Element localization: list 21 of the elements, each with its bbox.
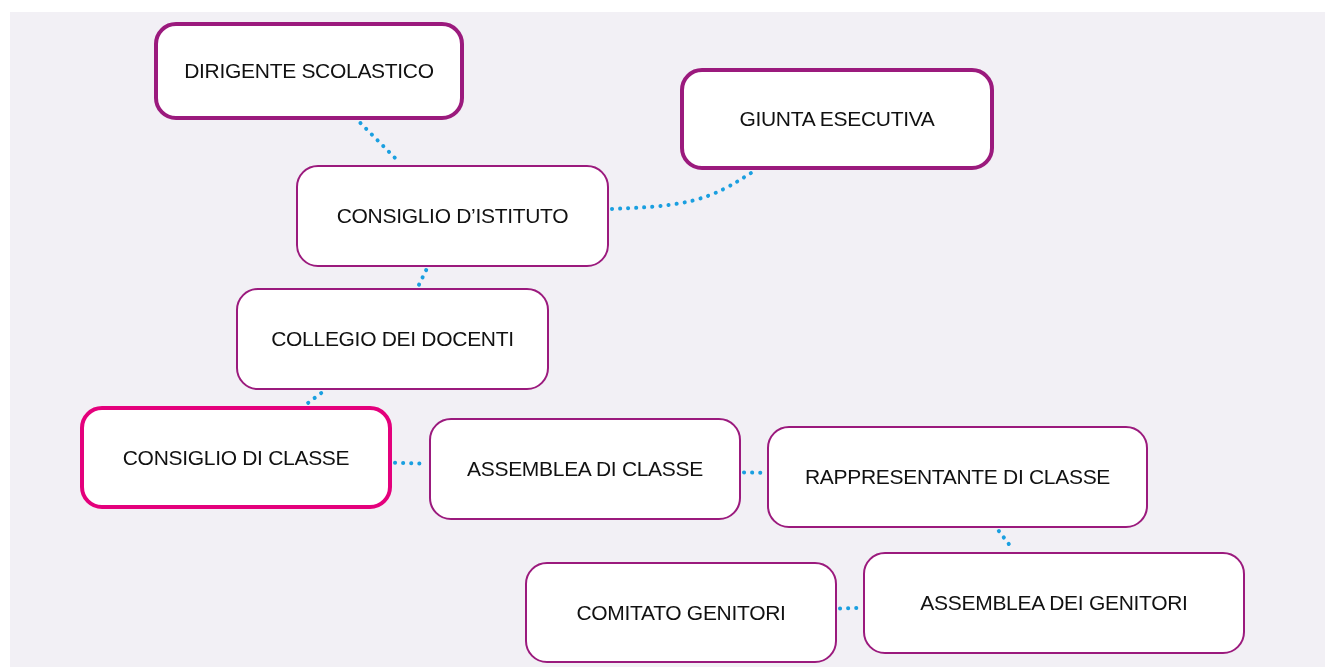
box-label: COLLEGIO DEI DOCENTI <box>270 327 515 351</box>
org-box <box>154 22 464 120</box>
box-label: CONSIGLIO DI CLASSE <box>121 445 351 470</box>
dotted-connector <box>610 171 753 211</box>
box-label: DIRIGENTE SCOLASTICO <box>183 59 435 83</box>
dotted-connector <box>306 391 324 405</box>
box-label: ASSEMBLEA DI CLASSE <box>466 457 704 481</box>
org-box <box>863 552 1245 654</box>
box-label: ASSEMBLEA DEI GENITORI <box>919 591 1189 615</box>
dotted-connector <box>416 268 429 287</box>
org-box <box>767 426 1148 528</box>
org-box <box>236 288 549 390</box>
org-box <box>525 562 837 663</box>
box-label: RAPPRESENTANTE DI CLASSE <box>803 465 1112 489</box>
box-label: COMITATO GENITORI <box>575 600 787 625</box>
org-box <box>80 406 392 509</box>
org-box <box>296 165 609 267</box>
box-label: GIUNTA ESECUTIVA <box>738 107 936 131</box>
org-box <box>680 68 994 170</box>
org-box <box>429 418 741 520</box>
box-label: CONSIGLIO D’ISTITUTO <box>335 204 570 228</box>
